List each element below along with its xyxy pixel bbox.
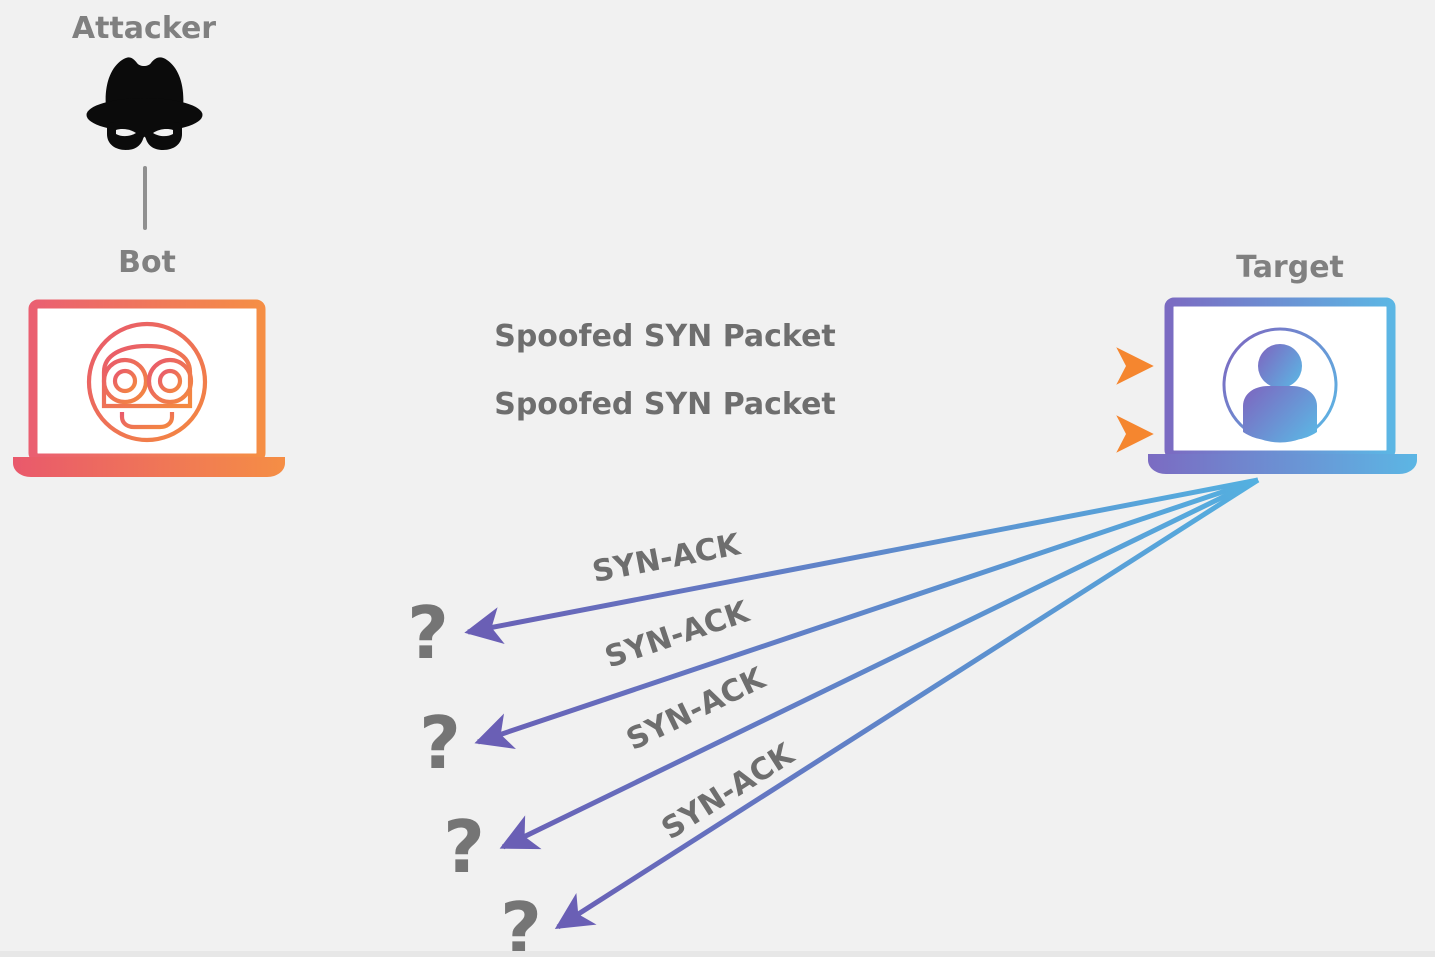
bot-laptop-icon: [13, 299, 285, 477]
robot-face-icon: [86, 321, 208, 443]
question-mark-4: ?: [500, 887, 542, 957]
syn-ack-arrow-2: [474, 477, 1259, 750]
bot-node: Bot: [13, 245, 285, 477]
syn-ack-arrow-4: [554, 477, 1260, 930]
bottom-edge-strip: [0, 951, 1435, 957]
attacker-node: Attacker: [72, 11, 216, 150]
spoofed-syn-label-1: Spoofed SYN Packet: [494, 319, 836, 354]
syn-ack-arrow-3: [499, 477, 1260, 850]
question-mark-3: ?: [443, 805, 485, 889]
syn-ack-label-1: SYN-ACK: [590, 527, 745, 590]
question-mark-1: ?: [407, 591, 449, 675]
syn-ack-flows: SYN-ACK SYN-ACK SYN-ACK SYN-ACK: [464, 477, 1260, 930]
spoofed-syn-flows: Spoofed SYN Packet Spoofed SYN Packet: [262, 319, 1154, 453]
syn-ack-arrow-1: [464, 477, 1259, 645]
syn-ack-label-3: SYN-ACK: [621, 660, 772, 757]
syn-ack-label-4: SYN-ACK: [656, 736, 802, 847]
syn-ack-label-2: SYN-ACK: [601, 594, 755, 675]
question-mark-2: ?: [419, 701, 461, 785]
user-avatar-icon: [1222, 327, 1338, 443]
target-node: Target: [1148, 250, 1417, 474]
spoofed-syn-label-2: Spoofed SYN Packet: [494, 387, 836, 422]
unreachable-host-marks: ? ? ? ?: [407, 591, 542, 957]
bot-label: Bot: [118, 245, 176, 280]
attacker-label: Attacker: [72, 11, 216, 46]
target-label: Target: [1236, 250, 1344, 285]
hacker-hat-mask-icon: [86, 57, 203, 150]
